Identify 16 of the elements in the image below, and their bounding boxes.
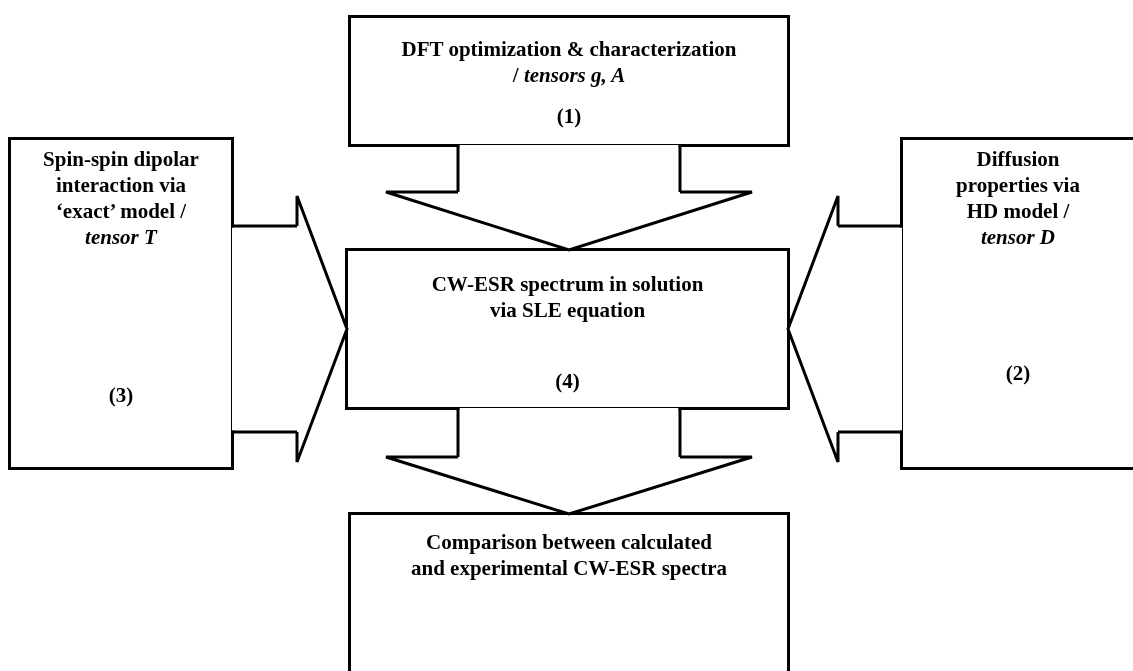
- block-arrow: [384, 406, 754, 516]
- process-box: [345, 248, 790, 410]
- block-arrow: [384, 143, 754, 252]
- process-box: [348, 15, 790, 147]
- box-text: Comparison between calculated and experimental CW-ESR spectra: [410, 529, 728, 581]
- process-box: [8, 137, 234, 470]
- process-box: [900, 137, 1133, 470]
- step-number: (1): [555, 103, 583, 129]
- step-number: (4): [554, 368, 581, 394]
- box-text: Spin-spin dipolar interaction via ‘exact’ model / tensor T: [42, 146, 200, 250]
- box-text: CW-ESR spectrum in solution via SLE equation: [430, 271, 705, 323]
- step-number: (3): [107, 382, 135, 408]
- process-box: [348, 512, 790, 671]
- box-text: DFT optimization & characterization / tensors g, A: [400, 36, 738, 88]
- step-number: (2): [1004, 360, 1032, 386]
- box-text: Diffusion properties via HD model / tensor D: [955, 146, 1081, 250]
